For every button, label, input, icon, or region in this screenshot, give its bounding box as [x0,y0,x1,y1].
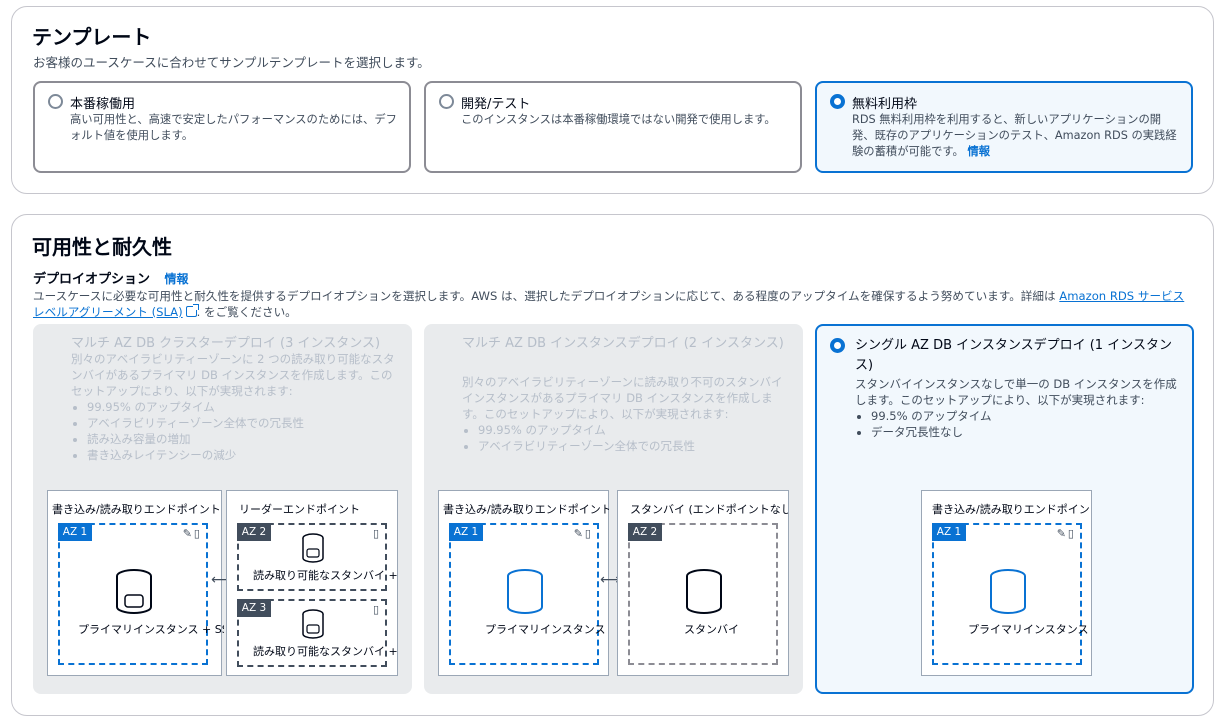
free-tier-description-text: RDS 無料利用枠を利用すると、新しいアプリケーションの開発、既存のアプリケーシ… [852,113,1177,158]
sync-arrow-icon: ⟷ [600,572,621,588]
standby-label: 読み取り可能なスタンバイ + SSD [253,645,399,658]
deploy-option-multi-az-cluster: マルチ AZ DB クラスターデプロイ (3 インスタンス) 別々のアベイラビリ… [33,324,412,694]
bullet-item: 99.5% のアップタイム [871,408,1185,424]
template-option-title: 本番稼働用 [70,97,136,112]
az-tag: AZ 1 [449,523,483,541]
deploy-option-title: マルチ AZ DB クラスターデプロイ (3 インスタンス) [71,336,381,351]
sla-link[interactable]: Amazon RDS サービスレベルアグリーメント (SLA) [33,289,1185,319]
book-icon: ▯ [372,527,381,540]
radio-free-tier[interactable] [830,94,845,109]
deploy-option-single-az[interactable]: シングル AZ DB インスタンスデプロイ (1 インスタンス) スタンバイイン… [815,324,1194,694]
az-tag: AZ 1 [932,523,966,541]
primary-endpoint-box: 書き込み/読み取りエンドポイント AZ 1 ✎▯ プライマリインスタンス [438,490,609,676]
availability-panel: 可用性と耐久性 デプロイオプション 情報 ユースケースに必要な可用性と耐久性を提… [11,214,1214,716]
template-option-devtest[interactable]: 開発/テスト このインスタンスは本番稼働環境ではない開発で使用します。 [424,81,802,173]
edit-book-icon: ✎▯ [573,527,593,540]
template-option-description: RDS 無料利用枠を利用すると、新しいアプリケーションの開発、既存のアプリケーシ… [852,112,1182,160]
template-panel: テンプレート お客様のユースケースに合わせてサンプルテンプレートを選択します。 … [11,6,1214,194]
bullet-item: 書き込みレイテンシーの減少 [87,447,401,463]
deploy-options-description: ユースケースに必要な可用性と耐久性を提供するデプロイオプションを選択します。AW… [33,288,1193,320]
primary-endpoint-box: 書き込み/読み取りエンドポイント AZ 1 ✎▯ プライマリインスタンス + S… [47,490,224,676]
primary-instance-label: プライマリインスタンス [485,623,606,636]
template-description: お客様のユースケースに合わせてサンプルテンプレートを選択します。 [33,55,430,70]
radio-production[interactable] [48,94,63,109]
standby-label: 読み取り可能なスタンバイ + SSD [253,569,399,582]
database-icon [686,569,722,614]
bullet-item: 99.95% のアップタイム [478,422,792,438]
deploy-option-desc-text: スタンバイインスタンスなしで単一の DB インスタンスを作成します。このセットア… [855,377,1177,407]
az3-zone: AZ 3 ▯ 読み取り可能なスタンバイ + SSD [237,599,399,667]
bullet-item: アベイラビリティーゾーン全体での冗長性 [478,438,792,454]
radio-devtest[interactable] [439,94,454,109]
bullet-item: アベイラビリティーゾーン全体での冗長性 [87,415,401,431]
deploy-info-link[interactable]: 情報 [164,272,189,286]
deploy-desc-suffix: . をご覧ください。 [196,305,297,319]
edit-book-icon: ✎▯ [1056,527,1076,540]
template-title: テンプレート [32,25,152,49]
template-option-free-tier[interactable]: 無料利用枠 RDS 無料利用枠を利用すると、新しいアプリケーションの開発、既存の… [815,81,1193,173]
deploy-desc-prefix: ユースケースに必要な可用性と耐久性を提供するデプロイオプションを選択します。AW… [33,289,1056,303]
az1-zone: AZ 1 ✎▯ プライマリインスタンス [449,523,606,665]
az-tag: AZ 3 [237,599,271,617]
az-tag: AZ 2 [237,523,271,541]
deploy-option-multi-az-instance: マルチ AZ DB インスタンスデプロイ (2 インスタンス) 別々のアベイラビ… [424,324,803,694]
deploy-option-desc-text: 別々のアベイラビリティーゾーンに読み取り不可のスタンバイインスタンスがあるプライ… [462,375,783,421]
primary-instance-label: プライマリインスタンス [968,623,1089,636]
template-option-description: このインスタンスは本番稼働環境ではない開発で使用します。 [461,113,776,126]
endpoint-label: 書き込み/読み取りエンドポイント [932,503,1092,516]
az1-zone: AZ 1 ✎▯ プライマリインスタンス + SSD [58,523,224,665]
database-icon [302,609,324,639]
standby-endpoint-box: スタンバイ (エンドポイントなし) AZ 2 スタンバイ [617,490,789,676]
primary-instance-label: プライマリインスタンス + SSD [78,623,224,636]
deploy-options-label: デプロイオプション 情報 [33,268,189,287]
template-option-production[interactable]: 本番稼働用 高い可用性と、高速で安定したパフォーマンスのためには、デフォルト値を… [33,81,411,173]
database-icon [302,533,324,563]
radio-multi-az-instance [437,336,452,351]
endpoint-label: スタンバイ (エンドポイントなし) [630,503,788,516]
template-option-description: 高い可用性と、高速で安定したパフォーマンスのためには、デフォルト値を使用します。 [70,113,397,142]
bullet-item: 読み込み容量の増加 [87,431,401,447]
free-tier-info-link[interactable]: 情報 [967,145,991,158]
deploy-option-description: スタンバイインスタンスなしで単一の DB インスタンスを作成します。このセットア… [855,376,1185,440]
az-tag: AZ 2 [628,523,662,541]
book-icon: ▯ [372,603,381,616]
availability-title: 可用性と耐久性 [32,235,172,259]
deploy-options-label-text: デプロイオプション [33,272,151,287]
edit-book-icon: ✎▯ [182,527,202,540]
az-tag: AZ 1 [58,523,92,541]
deploy-option-title: シングル AZ DB インスタンスデプロイ (1 インスタンス) [855,338,1172,373]
database-icon [116,569,152,614]
primary-endpoint-box: 書き込み/読み取りエンドポイント AZ 1 ✎▯ プライマリインスタンス [921,490,1092,676]
az2-zone: AZ 2 スタンバイ [628,523,778,665]
template-option-title: 無料利用枠 [852,97,918,112]
endpoint-label: リーダーエンドポイント [239,503,360,516]
reader-endpoint-box: リーダーエンドポイント AZ 2 ▯ 読み取り可能なスタンバイ + SSD AZ… [226,490,399,676]
bullet-item: 99.95% のアップタイム [87,399,401,415]
radio-multi-az-cluster [46,336,61,351]
database-icon [507,569,543,614]
deploy-option-description: 別々のアベイラビリティーゾーンに読み取り不可のスタンバイインスタンスがあるプライ… [462,374,792,454]
standby-label: スタンバイ [684,623,739,636]
deploy-option-title: マルチ AZ DB インスタンスデプロイ (2 インスタンス) [462,336,784,351]
endpoint-label: 書き込み/読み取りエンドポイント [52,503,221,516]
radio-single-az[interactable] [830,338,845,353]
deploy-option-description: 別々のアベイラビリティーゾーンに 2 つの読み取り可能なスタンバイがあるプライマ… [71,351,401,463]
external-link-icon [185,304,199,317]
endpoint-label: 書き込み/読み取りエンドポイント [443,503,609,516]
deploy-option-desc-text: 別々のアベイラビリティーゾーンに 2 つの読み取り可能なスタンバイがあるプライマ… [71,352,395,398]
template-option-title: 開発/テスト [461,97,531,112]
az2-zone: AZ 2 ▯ 読み取り可能なスタンバイ + SSD [237,523,399,591]
bullet-item: データ冗長性なし [871,424,1185,440]
az1-zone: AZ 1 ✎▯ プライマリインスタンス [932,523,1089,665]
database-icon [990,569,1026,614]
